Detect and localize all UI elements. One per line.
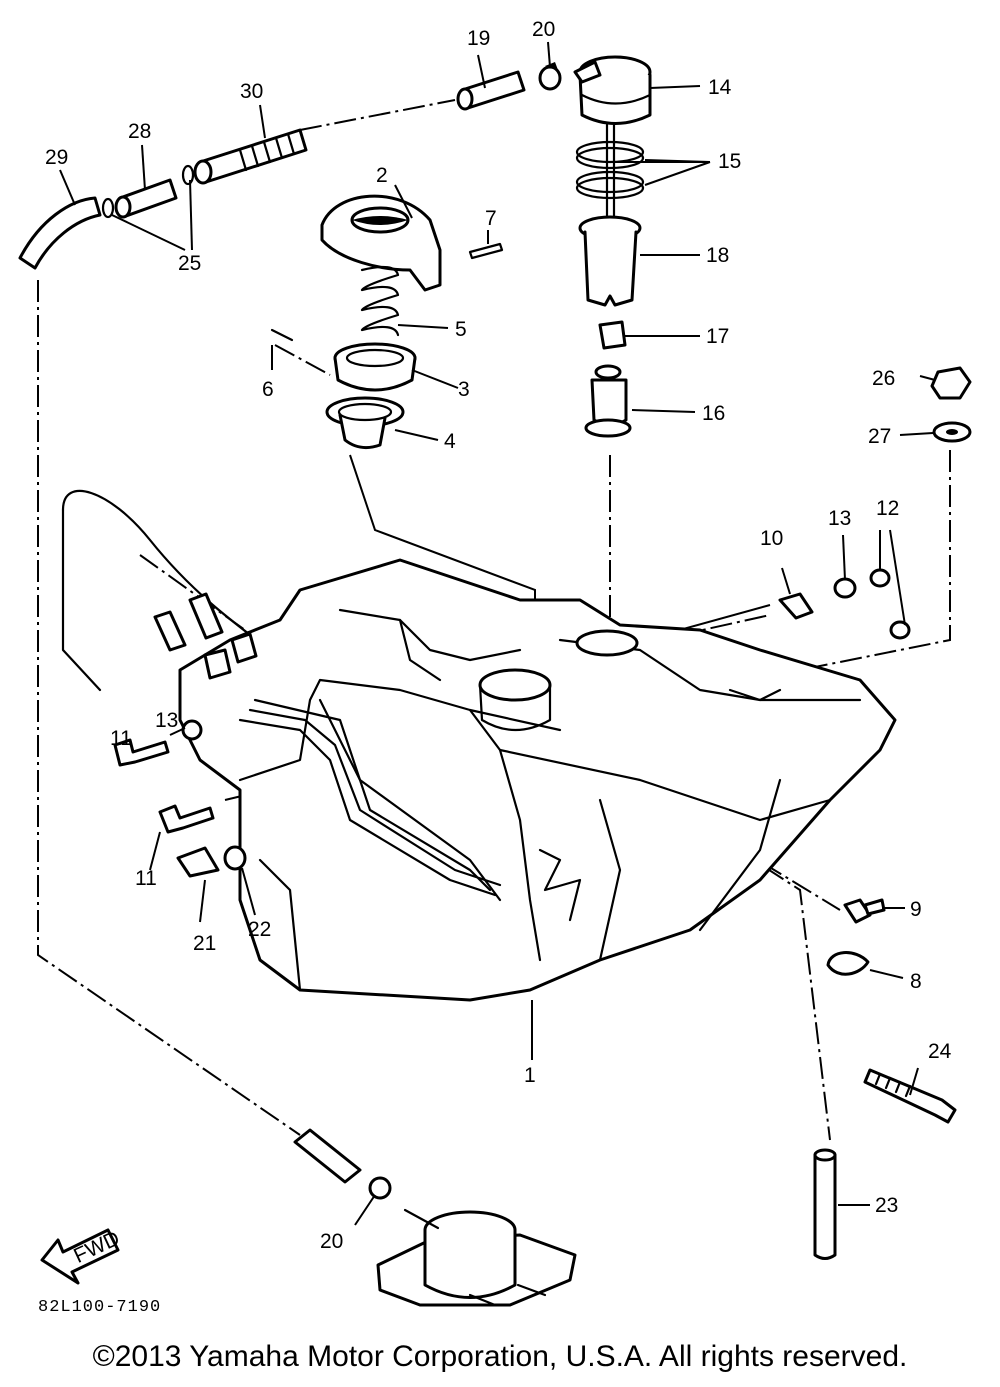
pin-7 (468, 242, 504, 260)
copyright-notice: ©2013 Yamaha Motor Corporation, U.S.A. A… (92, 1340, 908, 1373)
sender-unit-14 (573, 55, 652, 125)
hose-29 (18, 196, 102, 270)
washer-13-right (833, 577, 857, 599)
callout-10: 10 (760, 527, 783, 550)
filler-neck (325, 396, 405, 450)
washer-12a (869, 568, 891, 588)
hose-bottom (293, 1128, 362, 1184)
vent-hose-loop (61, 489, 272, 652)
callout-13-upper: 13 (828, 507, 851, 530)
callout-27: 27 (868, 425, 891, 448)
callout-5: 5 (455, 318, 467, 341)
callout-19: 19 (467, 27, 490, 50)
filler-cap (320, 194, 442, 292)
screw-9 (843, 898, 886, 924)
clamp-20-bottom (368, 1176, 392, 1200)
callout-25: 25 (178, 252, 201, 275)
callout-14: 14 (708, 76, 732, 99)
clips-25 (101, 164, 195, 219)
callout-20-bottom: 20 (320, 1230, 343, 1253)
callout-12: 12 (876, 497, 899, 520)
fwd-arrow-icon: FWD (40, 1227, 123, 1285)
callout-20-top: 20 (532, 18, 555, 41)
washer-27 (932, 421, 972, 443)
callout-16: 16 (702, 402, 725, 425)
callout-6: 6 (262, 378, 274, 401)
callout-11-upper: 11 (110, 727, 132, 750)
pipe-18 (578, 215, 642, 307)
callout-3: 3 (458, 378, 470, 401)
spring (360, 265, 400, 337)
callout-29: 29 (45, 146, 68, 169)
pin-6 (270, 328, 294, 342)
tube-23 (813, 1148, 837, 1260)
fuel-filter (376, 1208, 577, 1307)
hose-19 (456, 70, 526, 111)
callout-numbers: 1 2 3 4 5 6 7 8 9 10 11 11 12 13 13 14 1… (45, 18, 952, 1253)
callout-2: 2 (376, 164, 388, 187)
callout-9: 9 (910, 898, 922, 921)
callout-11-lower: 11 (135, 867, 157, 890)
callout-4: 4 (444, 430, 456, 453)
callout-26: 26 (872, 367, 895, 390)
fuel-tank (153, 558, 897, 1002)
hose-21 (176, 846, 220, 878)
washer-13-left (181, 719, 203, 741)
callout-23: 23 (875, 1194, 898, 1217)
clip-10 (778, 592, 814, 620)
neck-ring (333, 342, 417, 392)
strap-24 (863, 1068, 957, 1124)
callout-18: 18 (706, 244, 729, 267)
callout-15: 15 (718, 150, 741, 173)
cap-8 (826, 951, 870, 976)
joint-17 (598, 320, 627, 350)
bolt-11-upper (113, 738, 170, 767)
diagram-code: 82L100-7190 (38, 1298, 162, 1317)
callout-7: 7 (485, 207, 497, 230)
washer-12b (889, 620, 911, 640)
clamp-22 (223, 845, 247, 871)
callout-1: 1 (524, 1064, 536, 1087)
filter-16 (584, 364, 632, 438)
callout-28: 28 (128, 120, 151, 143)
callout-8: 8 (910, 970, 922, 993)
callout-24: 24 (928, 1040, 952, 1063)
bellows-hose-30 (193, 128, 308, 185)
callout-22: 22 (248, 918, 271, 941)
bolt-11-lower (158, 804, 215, 834)
o-rings-15 (575, 123, 645, 227)
nut-26 (930, 366, 972, 400)
leader-lines (59, 41, 936, 1226)
callout-17: 17 (706, 325, 729, 348)
callout-30: 30 (240, 80, 263, 103)
callout-13-lower: 13 (155, 709, 178, 732)
fitting-28 (114, 178, 178, 219)
callout-21: 21 (193, 932, 216, 955)
